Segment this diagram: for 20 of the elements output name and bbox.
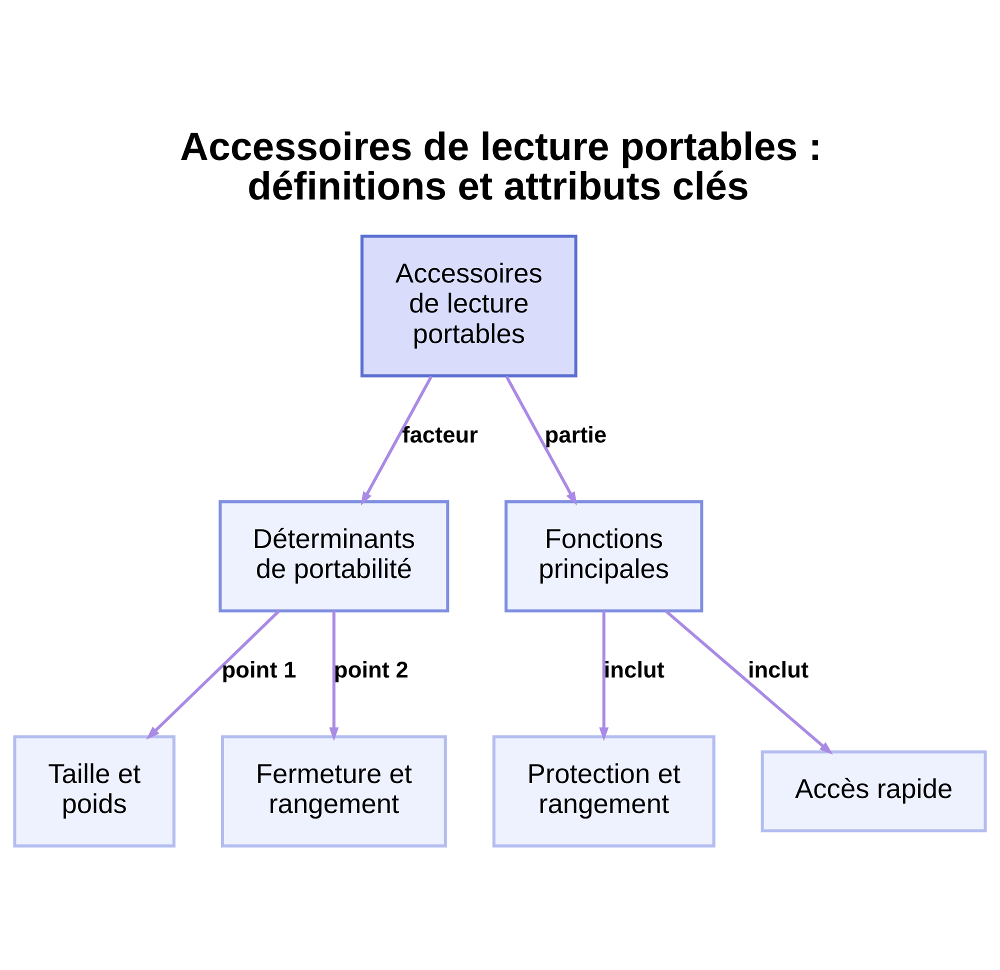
node-box: Taille et poids <box>13 735 176 848</box>
node-box: Accès rapide <box>760 750 987 832</box>
arrow <box>664 610 833 755</box>
node-box: Fermeture et rangement <box>220 735 447 848</box>
arrow <box>505 376 578 506</box>
node-box: Accessoires de lecture portables <box>360 234 578 378</box>
node-box: Protection et rangement <box>492 735 716 848</box>
edge-label: inclut <box>604 656 665 683</box>
edge-label: facteur <box>402 422 478 448</box>
arrow <box>146 610 280 740</box>
edge-label: point 1 <box>222 656 296 683</box>
node-box: Fonctions principales <box>504 500 704 612</box>
arrow <box>329 611 339 742</box>
diagram-title: Accessoires de lecture portables : définitions et attributs clés <box>180 125 822 209</box>
edge-label: partie <box>544 422 607 448</box>
arrow <box>360 376 433 506</box>
arrow <box>599 611 609 742</box>
edge-label: point 2 <box>334 656 408 683</box>
node-box: Déterminants de portabilité <box>218 500 450 612</box>
edge-label: inclut <box>748 656 809 683</box>
